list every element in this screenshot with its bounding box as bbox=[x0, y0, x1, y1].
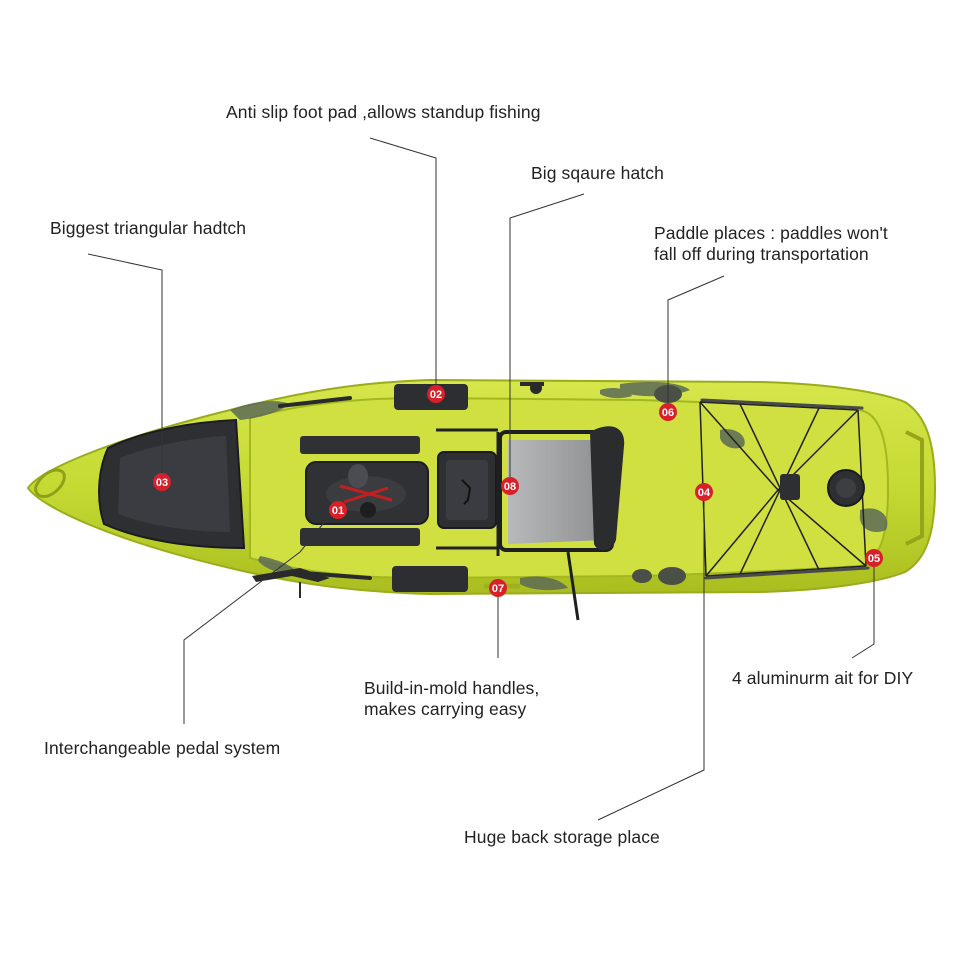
label-line: fall off during transportation bbox=[654, 244, 869, 264]
label-line: Huge back storage place bbox=[464, 827, 660, 847]
badge-01-number: 01 bbox=[332, 505, 344, 517]
badge-03: 03 bbox=[153, 473, 171, 491]
leader-08 bbox=[509, 193, 585, 486]
aluminum-rail-bottom bbox=[704, 566, 870, 580]
badge-01: 01 bbox=[329, 501, 347, 519]
label-aluminum-rails: 4 aluminurm ait for DIY bbox=[732, 668, 913, 689]
badge-07: 07 bbox=[489, 579, 507, 597]
label-anti-slip-foot-pad: Anti slip foot pad ,allows standup fishi… bbox=[226, 102, 541, 123]
label-pedal-system: Interchangeable pedal system bbox=[44, 738, 280, 759]
leader-03 bbox=[87, 253, 163, 480]
leader-04 bbox=[597, 492, 705, 821]
foot-pad-left-inner-2 bbox=[300, 528, 420, 546]
badge-06: 06 bbox=[659, 403, 677, 421]
badge-05: 05 bbox=[865, 549, 883, 567]
badge-02: 02 bbox=[427, 385, 445, 403]
label-line: Paddle places : paddles won't bbox=[654, 223, 888, 243]
pedal-system bbox=[252, 568, 330, 582]
label-line: makes carrying easy bbox=[364, 699, 527, 719]
paddle-holder-bottom bbox=[658, 567, 686, 585]
kayak-seat bbox=[496, 426, 625, 621]
label-line: Build-in-mold handles, bbox=[364, 678, 540, 698]
badge-07-number: 07 bbox=[492, 583, 504, 595]
badge-02-number: 02 bbox=[430, 389, 442, 401]
badge-06-number: 06 bbox=[662, 407, 674, 419]
badge-08-number: 08 bbox=[504, 481, 516, 493]
badge-08: 08 bbox=[501, 477, 519, 495]
label-line: 4 aluminurm ait for DIY bbox=[732, 668, 914, 688]
bow-handle bbox=[34, 468, 66, 498]
label-line: Biggest triangular hadtch bbox=[50, 218, 247, 238]
label-paddle-places: Paddle places : paddles won't fall off d… bbox=[654, 223, 888, 265]
label-back-storage: Huge back storage place bbox=[464, 827, 660, 848]
storage-latch bbox=[780, 474, 800, 500]
leader-lines bbox=[87, 137, 875, 821]
badge-05-number: 05 bbox=[868, 553, 880, 565]
label-build-in-mold-handles: Build-in-mold handles, makes carrying ea… bbox=[364, 678, 539, 720]
leader-01 bbox=[183, 507, 337, 724]
leader-06 bbox=[667, 275, 725, 412]
leader-05 bbox=[851, 558, 875, 659]
stern-grip bbox=[905, 430, 924, 546]
label-line: Anti slip foot pad ,allows standup fishi… bbox=[226, 102, 541, 122]
label-line: Interchangeable pedal system bbox=[44, 738, 281, 758]
label-line: Big sqaure hatch bbox=[531, 163, 664, 183]
aluminum-rail-top bbox=[700, 398, 864, 410]
badge-04: 04 bbox=[695, 483, 713, 501]
foot-pad-left-inner bbox=[300, 436, 420, 454]
badge-04-number: 04 bbox=[698, 487, 711, 499]
label-big-square-hatch: Big sqaure hatch bbox=[531, 163, 664, 184]
foot-pad-bottom bbox=[392, 566, 468, 592]
label-triangular-hatch: Biggest triangular hadtch bbox=[50, 218, 246, 239]
badge-03-number: 03 bbox=[156, 477, 168, 489]
leader-02 bbox=[369, 137, 437, 392]
